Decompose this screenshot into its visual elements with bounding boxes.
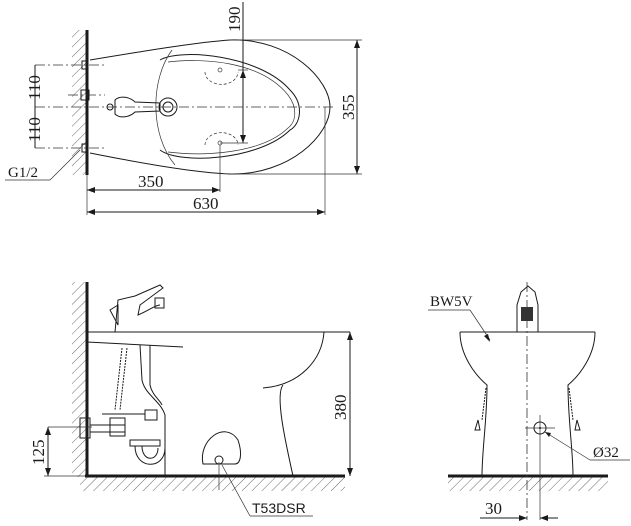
dim-spacing-lower: 110 bbox=[25, 117, 44, 142]
wall-hatch bbox=[72, 30, 86, 175]
front-floor-hatch bbox=[448, 477, 608, 491]
side-view: 380 125 T53DSR bbox=[29, 282, 353, 517]
faucet-top bbox=[106, 96, 178, 118]
dim-width: 355 bbox=[339, 95, 358, 121]
label-thread: G1/2 bbox=[8, 165, 38, 181]
bowl-front bbox=[262, 331, 325, 389]
label-model: BW5V bbox=[430, 294, 473, 310]
drain-opening bbox=[201, 431, 242, 465]
wall-valve bbox=[79, 417, 91, 439]
hole-upper-arc bbox=[204, 71, 239, 85]
bowl-pedestal bbox=[279, 384, 294, 477]
dim-height: 380 bbox=[331, 395, 350, 421]
trap-nut bbox=[129, 439, 161, 447]
front-hose-right bbox=[568, 387, 574, 421]
front-hose-left bbox=[481, 387, 487, 421]
inner-rim bbox=[159, 54, 300, 159]
pedestal-inner bbox=[149, 345, 163, 406]
rim-curve bbox=[155, 49, 176, 166]
p-trap bbox=[134, 445, 166, 465]
fitting-lower bbox=[81, 143, 89, 153]
dim-to-hole: 350 bbox=[138, 172, 164, 191]
dim-length: 630 bbox=[193, 194, 219, 213]
dim-inlet-height: 125 bbox=[29, 440, 48, 466]
front-bowl-left bbox=[459, 331, 488, 477]
supply-hose bbox=[114, 347, 123, 411]
hole-upper bbox=[217, 67, 223, 73]
dim-hole-spacing: 190 bbox=[225, 7, 244, 33]
pedestal-back bbox=[139, 344, 166, 475]
side-wall-hatch bbox=[72, 282, 86, 477]
top-view: 110 110 190 355 350 630 G1/2 bbox=[5, 2, 362, 215]
hole-lower-arc bbox=[204, 132, 239, 146]
dim-offset: 30 bbox=[485, 499, 502, 518]
inner-rim-2 bbox=[167, 60, 296, 155]
drain-circle bbox=[533, 421, 547, 435]
label-trap: T53DSR bbox=[252, 500, 306, 516]
side-floor-hatch bbox=[80, 477, 345, 491]
front-faucet bbox=[516, 285, 539, 332]
dim-spacing-upper: 110 bbox=[25, 75, 44, 100]
front-bowl-right bbox=[567, 331, 596, 477]
label-drain-diameter: Ø32 bbox=[593, 445, 619, 461]
fitting-mid bbox=[80, 89, 90, 101]
faucet-side bbox=[109, 284, 165, 333]
front-view: Ø32 BW5V 30 bbox=[428, 282, 630, 521]
angle-valve bbox=[109, 417, 126, 437]
fitting-upper bbox=[81, 60, 89, 70]
